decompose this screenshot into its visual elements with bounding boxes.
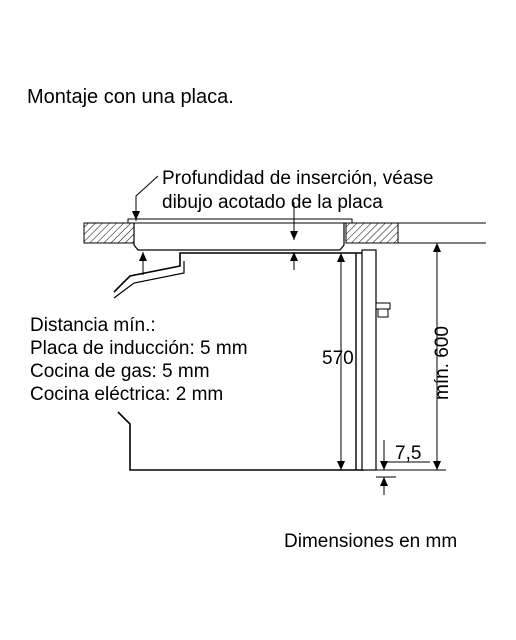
page-title: Montaje con una placa.: [27, 86, 234, 108]
oven-body: [113, 249, 391, 471]
niche-label: mín. 600: [432, 326, 453, 400]
dimensions-footer: Dimensiones en mm: [284, 531, 458, 552]
insertion-depth-leader: [132, 175, 298, 275]
hob: [127, 218, 353, 251]
insertion-depth-note-line1: Profundidad de inserción, véase: [162, 168, 434, 189]
worktop: [83, 222, 486, 244]
insertion-depth-note-line2: dibujo acotado de la placa: [162, 192, 383, 213]
min-distance-heading: Distancia mín.:: [30, 315, 156, 336]
min-distance-gas: Cocina de gas: 5 mm: [30, 361, 210, 382]
min-distance-induction: Placa de inducción: 5 mm: [30, 338, 248, 359]
height-label: 570: [322, 348, 354, 369]
gap-label: 7,5: [395, 443, 421, 464]
min-distance-electric: Cocina eléctrica: 2 mm: [30, 384, 224, 405]
min-distance-block: Distancia mín.: Placa de inducción: 5 mm…: [30, 314, 248, 406]
gap-dimension: [376, 440, 430, 495]
niche-dimension: [390, 243, 446, 471]
